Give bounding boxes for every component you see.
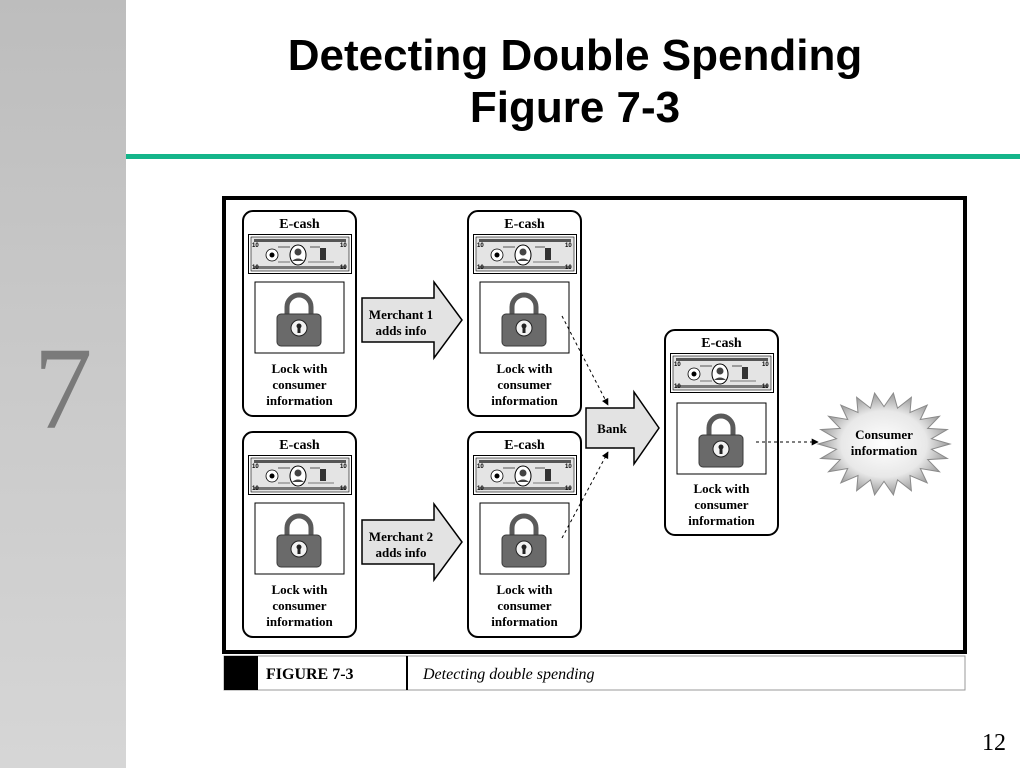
merchant-2-label-line1: Merchant 2 bbox=[369, 529, 433, 544]
lock-caption-line1: Lock with bbox=[694, 481, 751, 496]
consumer-info-line1: Consumer bbox=[855, 427, 913, 442]
ecash-card-top-middle: E-cash Lock with consumer information bbox=[467, 210, 582, 417]
burst-shape bbox=[816, 391, 952, 497]
dashed-arrow-top bbox=[561, 315, 609, 406]
lock-caption-line2: consumer bbox=[497, 377, 551, 392]
merchant-2-arrow: Merchant 2 adds info bbox=[361, 501, 463, 583]
sidebar: 7 bbox=[0, 0, 126, 768]
ecash-label: E-cash bbox=[701, 336, 742, 351]
lock-caption-line1: Lock with bbox=[497, 582, 554, 597]
slide-title: Detecting Double Spending Figure 7-3 bbox=[126, 30, 1024, 134]
ecash-card-result: E-cash Lock with consumer information bbox=[664, 329, 779, 536]
dashed-arrow-bottom bbox=[561, 451, 609, 539]
merchant-1-arrow: Merchant 1 adds info bbox=[361, 279, 463, 361]
bill-icon bbox=[248, 455, 352, 495]
lock-caption-line2: consumer bbox=[497, 598, 551, 613]
ecash-card-bottom-middle: E-cash Lock with consumer information bbox=[467, 431, 582, 638]
bill-icon bbox=[670, 353, 774, 393]
merchant-1-label-line2: adds info bbox=[376, 323, 427, 338]
lock-caption-line2: consumer bbox=[694, 497, 748, 512]
caption-label: FIGURE 7-3 bbox=[266, 666, 354, 683]
bill-icon bbox=[473, 234, 577, 274]
lock-caption-line3: information bbox=[491, 614, 558, 629]
ecash-card-bottom-left: E-cash Lock with consumer information bbox=[242, 431, 357, 638]
page-number: 12 bbox=[982, 730, 1006, 756]
slide-title-line1: Detecting Double Spending bbox=[287, 31, 863, 80]
merchant-1-label-line1: Merchant 1 bbox=[369, 307, 433, 322]
lock-caption-line3: information bbox=[688, 513, 755, 528]
figure-7-3: 10 10 10 10 bbox=[222, 196, 968, 692]
caption-text: Detecting double spending bbox=[422, 666, 595, 683]
bill-icon bbox=[248, 234, 352, 274]
ecash-card-top-left: E-cash Lock with consumer information bbox=[242, 210, 357, 417]
lock-caption-line3: information bbox=[491, 393, 558, 408]
merchant-2-label-line2: adds info bbox=[376, 545, 427, 560]
chapter-number: 7 bbox=[33, 323, 93, 454]
lock-caption-line3: information bbox=[266, 614, 333, 629]
slide-title-line2: Figure 7-3 bbox=[469, 83, 681, 132]
lock-caption-line1: Lock with bbox=[272, 582, 329, 597]
lock-caption-line1: Lock with bbox=[272, 361, 329, 376]
lock-caption-line2: consumer bbox=[272, 377, 326, 392]
ecash-label: E-cash bbox=[279, 217, 320, 232]
figure-caption: FIGURE 7-3 Detecting double spending bbox=[223, 655, 966, 691]
figure-canvas: 10 10 10 10 bbox=[222, 196, 967, 691]
bank-label: Bank bbox=[597, 421, 627, 436]
lock-caption-line2: consumer bbox=[272, 598, 326, 613]
consumer-information-burst: Consumer information bbox=[816, 391, 952, 497]
title-divider bbox=[126, 154, 1020, 159]
lock-caption-line1: Lock with bbox=[497, 361, 554, 376]
bank-arrow: Bank bbox=[585, 389, 660, 467]
ecash-label: E-cash bbox=[279, 438, 320, 453]
lock-caption-line3: information bbox=[266, 393, 333, 408]
ecash-label: E-cash bbox=[504, 438, 545, 453]
ecash-label: E-cash bbox=[504, 217, 545, 232]
consumer-info-line2: information bbox=[851, 443, 918, 458]
bill-icon bbox=[473, 455, 577, 495]
